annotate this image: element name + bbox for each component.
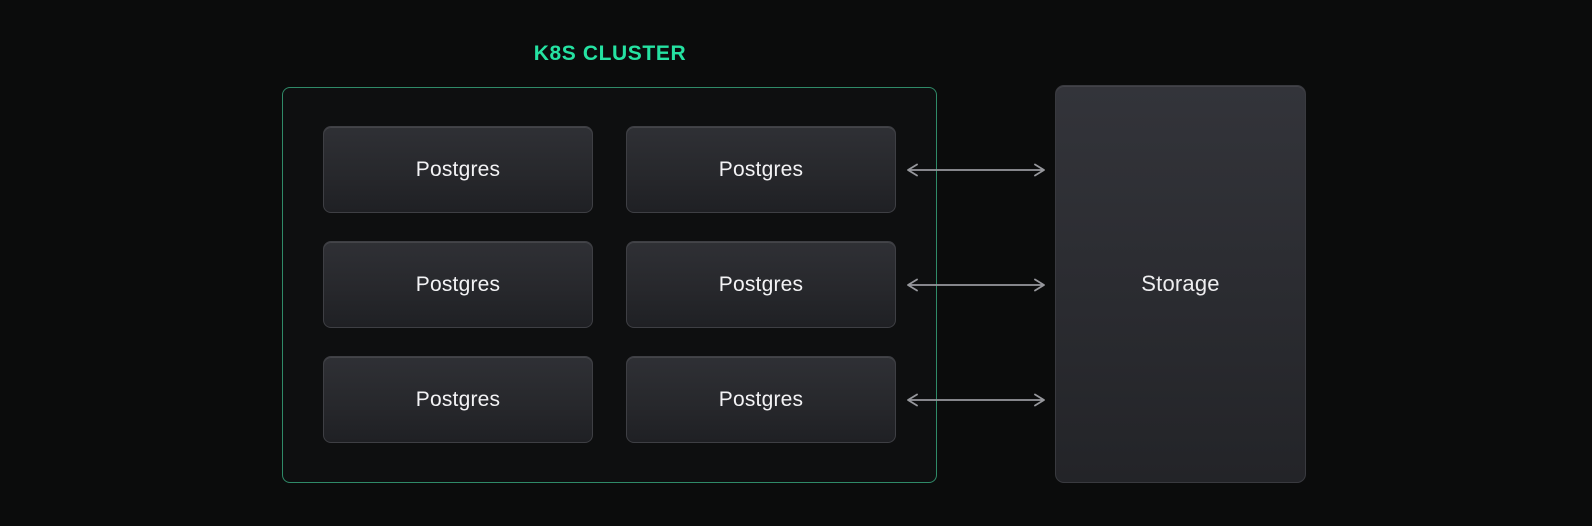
postgres-node-label: Postgres <box>718 157 804 181</box>
k8s-cluster-box: Postgres Postgres Postgres Postgres Post… <box>282 87 937 483</box>
postgres-node: Postgres <box>323 356 593 443</box>
bidirectional-arrow-icon <box>904 161 1048 179</box>
storage-label: Storage <box>1141 271 1220 296</box>
postgres-node-label: Postgres <box>415 387 501 411</box>
postgres-node: Postgres <box>323 241 593 328</box>
postgres-node-label: Postgres <box>415 157 501 181</box>
postgres-node-label: Postgres <box>415 272 501 296</box>
postgres-node: Postgres <box>323 126 593 213</box>
postgres-node-label: Postgres <box>718 387 804 411</box>
storage-box: Storage <box>1055 85 1306 483</box>
bidirectional-arrow-icon <box>904 276 1048 294</box>
postgres-node: Postgres <box>626 356 896 443</box>
postgres-node-label: Postgres <box>718 272 804 296</box>
k8s-cluster-title: K8S CLUSTER <box>533 42 687 65</box>
postgres-node: Postgres <box>626 241 896 328</box>
postgres-node: Postgres <box>626 126 896 213</box>
bidirectional-arrow-icon <box>904 391 1048 409</box>
